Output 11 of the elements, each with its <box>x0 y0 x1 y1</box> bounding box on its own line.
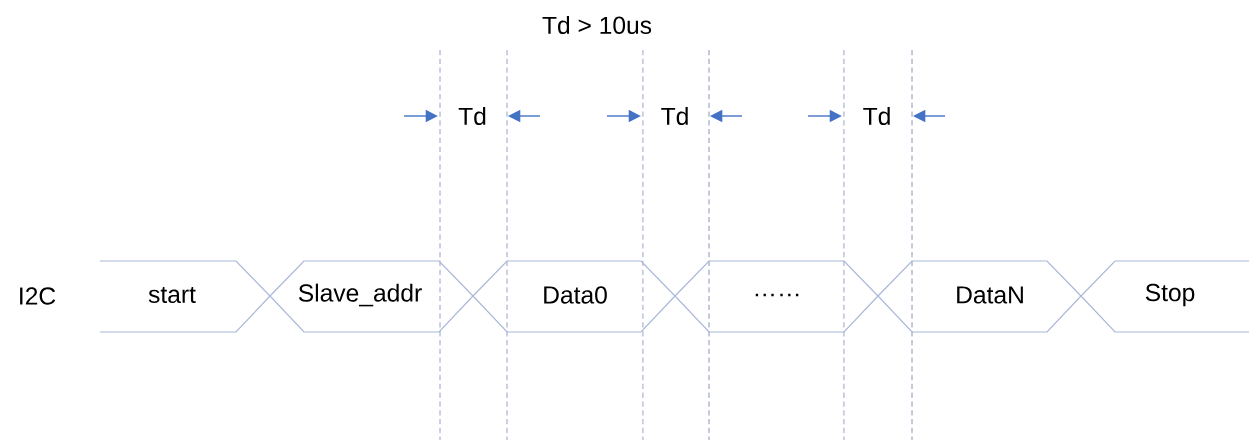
interval-label: Td <box>458 106 486 126</box>
interval-label: Td <box>863 106 890 126</box>
bus-segment: DataN <box>877 260 1082 333</box>
bus-segment: Data0 <box>472 260 676 333</box>
bus-segment: …… <box>674 260 879 333</box>
bus-segment: start <box>99 260 271 333</box>
bus-segment: Stop <box>1080 260 1250 333</box>
interval-label: Td <box>661 106 688 126</box>
bus-segment: Slave_addr <box>269 260 474 333</box>
timing-note: Td > 10us <box>542 15 652 35</box>
signal-name: I2C <box>20 287 56 305</box>
